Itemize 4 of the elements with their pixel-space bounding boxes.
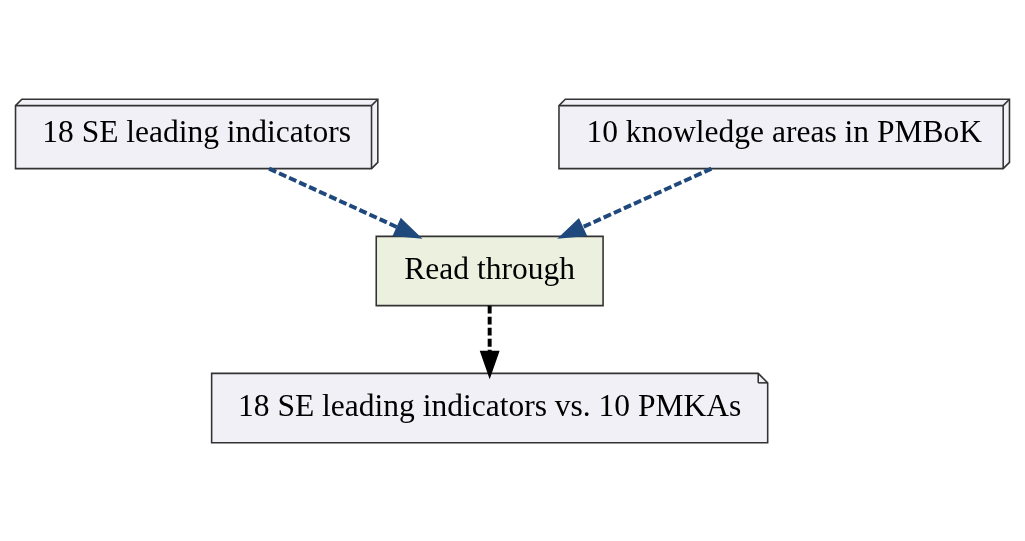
arrow <box>268 166 423 239</box>
arrow <box>479 305 500 379</box>
arrow <box>557 166 713 239</box>
node-box: Read through <box>375 235 604 306</box>
